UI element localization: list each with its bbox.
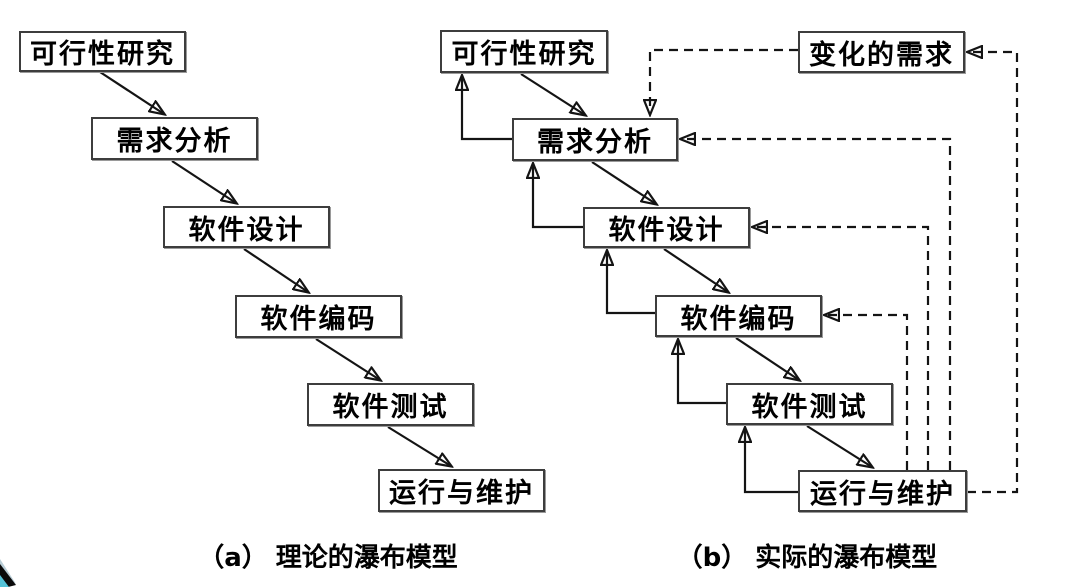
arrow-coding-to-testing bbox=[735, 337, 799, 380]
stage-label: 需求分析 bbox=[116, 126, 233, 157]
stage-label: 可行性研究 bbox=[451, 39, 597, 70]
stage-box-coding: 软件编码 bbox=[655, 295, 822, 337]
caption-right-title: 实际的瀑布模型 bbox=[755, 543, 938, 573]
corner-teal-band bbox=[0, 575, 9, 587]
stage-box-testing: 软件测试 bbox=[307, 383, 474, 426]
stage-box-design: 软件设计 bbox=[583, 207, 750, 248]
dashed-changing-requirements-to-requirements bbox=[650, 48, 798, 114]
stage-box-design: 软件设计 bbox=[163, 206, 330, 248]
stage-label: 可行性研究 bbox=[30, 39, 175, 70]
left-cascade-arrows bbox=[99, 71, 451, 466]
stage-box-feasibility: 可行性研究 bbox=[19, 31, 186, 72]
arrow-design-to-coding bbox=[663, 248, 728, 292]
caption-left: （a）理论的瀑布模型 bbox=[198, 543, 458, 573]
dashed-maintenance-to-changing-requirements bbox=[967, 52, 1019, 494]
feedback-coding-to-design bbox=[607, 251, 655, 315]
dashed-maintenance-to-design bbox=[753, 227, 930, 470]
arrow-feasibility-to-requirements bbox=[99, 71, 164, 114]
stage-box-feasibility: 可行性研究 bbox=[440, 30, 608, 73]
corner-decoration bbox=[0, 559, 16, 587]
stage-label: 软件测试 bbox=[332, 392, 449, 423]
right-cascade-arrows bbox=[520, 73, 872, 467]
arrow-testing-to-maintenance bbox=[806, 425, 872, 467]
stage-label: 软件编码 bbox=[680, 303, 797, 335]
arrow-design-to-coding bbox=[243, 248, 308, 292]
stage-box-coding: 软件编码 bbox=[235, 295, 402, 338]
stage-box-maintenance: 运行与维护 bbox=[798, 470, 967, 512]
stage-label: 软件设计 bbox=[608, 215, 725, 246]
stage-label: 软件编码 bbox=[260, 304, 377, 335]
corner-slate-band bbox=[0, 559, 16, 584]
stage-label: 软件测试 bbox=[751, 391, 868, 423]
caption-right-index: （b） bbox=[676, 543, 748, 573]
stage-label: 需求分析 bbox=[537, 127, 653, 158]
stage-label: 运行与维护 bbox=[389, 478, 534, 509]
feedback-requirements-to-feasibility bbox=[462, 76, 512, 141]
stage-box-requirements: 需求分析 bbox=[512, 118, 678, 161]
arrow-feasibility-to-requirements bbox=[520, 73, 585, 115]
maintenance-dashed-loops bbox=[650, 48, 1019, 494]
feedback-design-to-requirements bbox=[533, 164, 583, 229]
dashed-maintenance-to-coding bbox=[825, 315, 909, 470]
stage-label: 变化的需求 bbox=[809, 39, 954, 71]
feedback-testing-to-coding bbox=[678, 340, 726, 405]
arrow-testing-to-maintenance bbox=[387, 426, 451, 466]
stage-box-changing-requirements: 变化的需求 bbox=[798, 31, 965, 73]
feedback-maintenance-to-testing bbox=[745, 428, 798, 494]
stage-label: 运行与维护 bbox=[810, 478, 955, 510]
stage-box-requirements: 需求分析 bbox=[91, 117, 258, 160]
stage-box-testing: 软件测试 bbox=[726, 383, 893, 425]
right-feedback-arrows bbox=[462, 76, 798, 494]
stage-label: 软件设计 bbox=[188, 214, 305, 246]
arrow-coding-to-testing bbox=[315, 338, 380, 380]
stage-box-maintenance: 运行与维护 bbox=[378, 469, 545, 512]
caption-left-title: 理论的瀑布模型 bbox=[275, 543, 458, 573]
caption-left-index: （a） bbox=[198, 543, 268, 573]
dashed-maintenance-to-requirements bbox=[681, 139, 952, 470]
arrow-requirements-to-design bbox=[171, 160, 236, 203]
caption-right: （b）实际的瀑布模型 bbox=[677, 543, 938, 573]
arrow-requirements-to-design bbox=[591, 161, 656, 204]
